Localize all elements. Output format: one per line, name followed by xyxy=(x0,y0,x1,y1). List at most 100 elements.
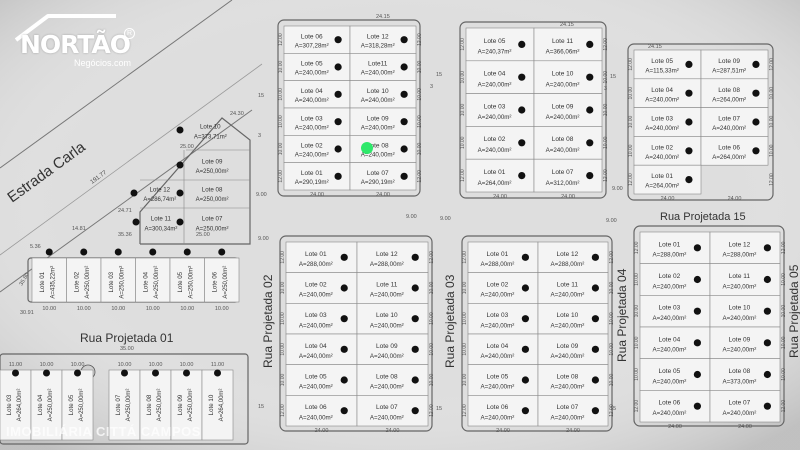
lot-marker[interactable] xyxy=(763,402,772,410)
lot-cell[interactable] xyxy=(170,369,203,441)
lot-marker[interactable] xyxy=(176,126,184,134)
lot-marker[interactable] xyxy=(586,172,594,180)
lot-marker[interactable] xyxy=(400,36,408,44)
highlight-marker[interactable] xyxy=(361,142,373,154)
lot-marker[interactable] xyxy=(586,40,594,49)
lot-marker[interactable] xyxy=(411,253,419,261)
lot-marker[interactable] xyxy=(176,218,184,226)
lot-marker[interactable] xyxy=(591,376,600,384)
lot-marker[interactable] xyxy=(685,60,693,68)
lot-marker[interactable] xyxy=(334,172,342,180)
lot-marker[interactable] xyxy=(411,376,419,384)
lot-marker[interactable] xyxy=(685,89,693,97)
lot-marker[interactable] xyxy=(12,369,19,377)
lot-marker[interactable] xyxy=(340,407,348,415)
lot-marker[interactable] xyxy=(521,407,530,415)
lot-marker[interactable] xyxy=(334,90,342,98)
lot-marker[interactable] xyxy=(586,139,594,147)
lot-cell[interactable] xyxy=(61,369,94,441)
lot-cell[interactable] xyxy=(31,257,67,303)
lot-marker[interactable] xyxy=(411,407,419,415)
lot-marker[interactable] xyxy=(752,147,760,155)
lot-marker[interactable] xyxy=(214,369,221,377)
lot-cell[interactable] xyxy=(108,369,141,441)
lot-marker[interactable] xyxy=(43,369,50,377)
lot-marker[interactable] xyxy=(521,345,530,353)
lot-cell[interactable] xyxy=(169,257,205,303)
lot-marker[interactable] xyxy=(45,248,53,256)
lot-marker[interactable] xyxy=(763,275,772,284)
lot-marker[interactable] xyxy=(411,284,419,292)
lot-marker[interactable] xyxy=(693,244,702,252)
lot-marker[interactable] xyxy=(340,345,348,353)
lot-marker[interactable] xyxy=(591,253,600,261)
lot-marker[interactable] xyxy=(149,248,157,256)
lot-marker[interactable] xyxy=(591,407,600,415)
lot-marker[interactable] xyxy=(591,345,600,353)
lot-cell[interactable] xyxy=(100,257,136,303)
lot-marker[interactable] xyxy=(586,73,594,81)
lot-marker[interactable] xyxy=(518,139,526,147)
lot-marker[interactable] xyxy=(400,90,408,98)
lot-marker[interactable] xyxy=(334,118,342,126)
lot-marker[interactable] xyxy=(334,145,342,153)
lot-marker[interactable] xyxy=(752,118,760,126)
lot-marker[interactable] xyxy=(400,172,408,180)
lot-marker[interactable] xyxy=(518,40,526,49)
lot-marker[interactable] xyxy=(763,339,772,347)
lot-marker[interactable] xyxy=(176,189,184,197)
lot-marker[interactable] xyxy=(518,73,526,81)
lot-cell[interactable] xyxy=(204,257,240,303)
lot-marker[interactable] xyxy=(763,244,772,252)
lot-marker[interactable] xyxy=(114,248,122,256)
lot-marker[interactable] xyxy=(411,345,419,353)
lot-marker[interactable] xyxy=(183,369,190,377)
lot-marker[interactable] xyxy=(334,36,342,44)
lot-marker[interactable] xyxy=(521,284,530,292)
lot-cell[interactable] xyxy=(135,257,171,303)
lot-marker[interactable] xyxy=(130,189,138,197)
lot-marker[interactable] xyxy=(763,307,772,315)
lot-marker[interactable] xyxy=(591,315,600,323)
lot-marker[interactable] xyxy=(693,370,702,379)
lot-marker[interactable] xyxy=(340,376,348,384)
lot-marker[interactable] xyxy=(340,284,348,292)
lot-cell[interactable] xyxy=(201,369,234,441)
lot-marker[interactable] xyxy=(183,248,191,256)
lot-marker[interactable] xyxy=(752,89,760,97)
lot-marker[interactable] xyxy=(218,248,226,256)
lot-marker[interactable] xyxy=(400,118,408,126)
lot-marker[interactable] xyxy=(521,376,530,384)
lot-marker[interactable] xyxy=(340,253,348,261)
lot-cell[interactable] xyxy=(285,364,358,396)
lot-marker[interactable] xyxy=(132,218,140,226)
lot-cell[interactable] xyxy=(66,257,102,303)
lot-marker[interactable] xyxy=(400,145,408,153)
lot-marker[interactable] xyxy=(334,63,342,71)
lot-cell[interactable] xyxy=(356,272,429,304)
lot-marker[interactable] xyxy=(521,315,530,323)
lot-marker[interactable] xyxy=(176,161,184,169)
lot-marker[interactable] xyxy=(685,118,693,126)
lot-marker[interactable] xyxy=(693,275,702,284)
lot-marker[interactable] xyxy=(80,248,88,256)
lot-marker[interactable] xyxy=(591,284,600,292)
lot-marker[interactable] xyxy=(411,315,419,323)
lot-marker[interactable] xyxy=(518,172,526,180)
lot-marker[interactable] xyxy=(763,370,772,379)
lot-marker[interactable] xyxy=(521,253,530,261)
lot-marker[interactable] xyxy=(693,402,702,410)
lot-marker[interactable] xyxy=(400,63,408,71)
lot-marker[interactable] xyxy=(518,106,526,114)
lot-marker[interactable] xyxy=(685,147,693,155)
lot-marker[interactable] xyxy=(340,315,348,323)
lot-marker[interactable] xyxy=(693,339,702,347)
lot-cell[interactable] xyxy=(139,369,172,441)
lot-marker[interactable] xyxy=(586,106,594,114)
lot-cell[interactable] xyxy=(537,241,609,273)
lot-marker[interactable] xyxy=(74,369,81,377)
lot-marker[interactable] xyxy=(121,369,128,377)
lot-marker[interactable] xyxy=(752,60,760,68)
lot-marker[interactable] xyxy=(152,369,159,377)
lot-marker[interactable] xyxy=(693,307,702,315)
